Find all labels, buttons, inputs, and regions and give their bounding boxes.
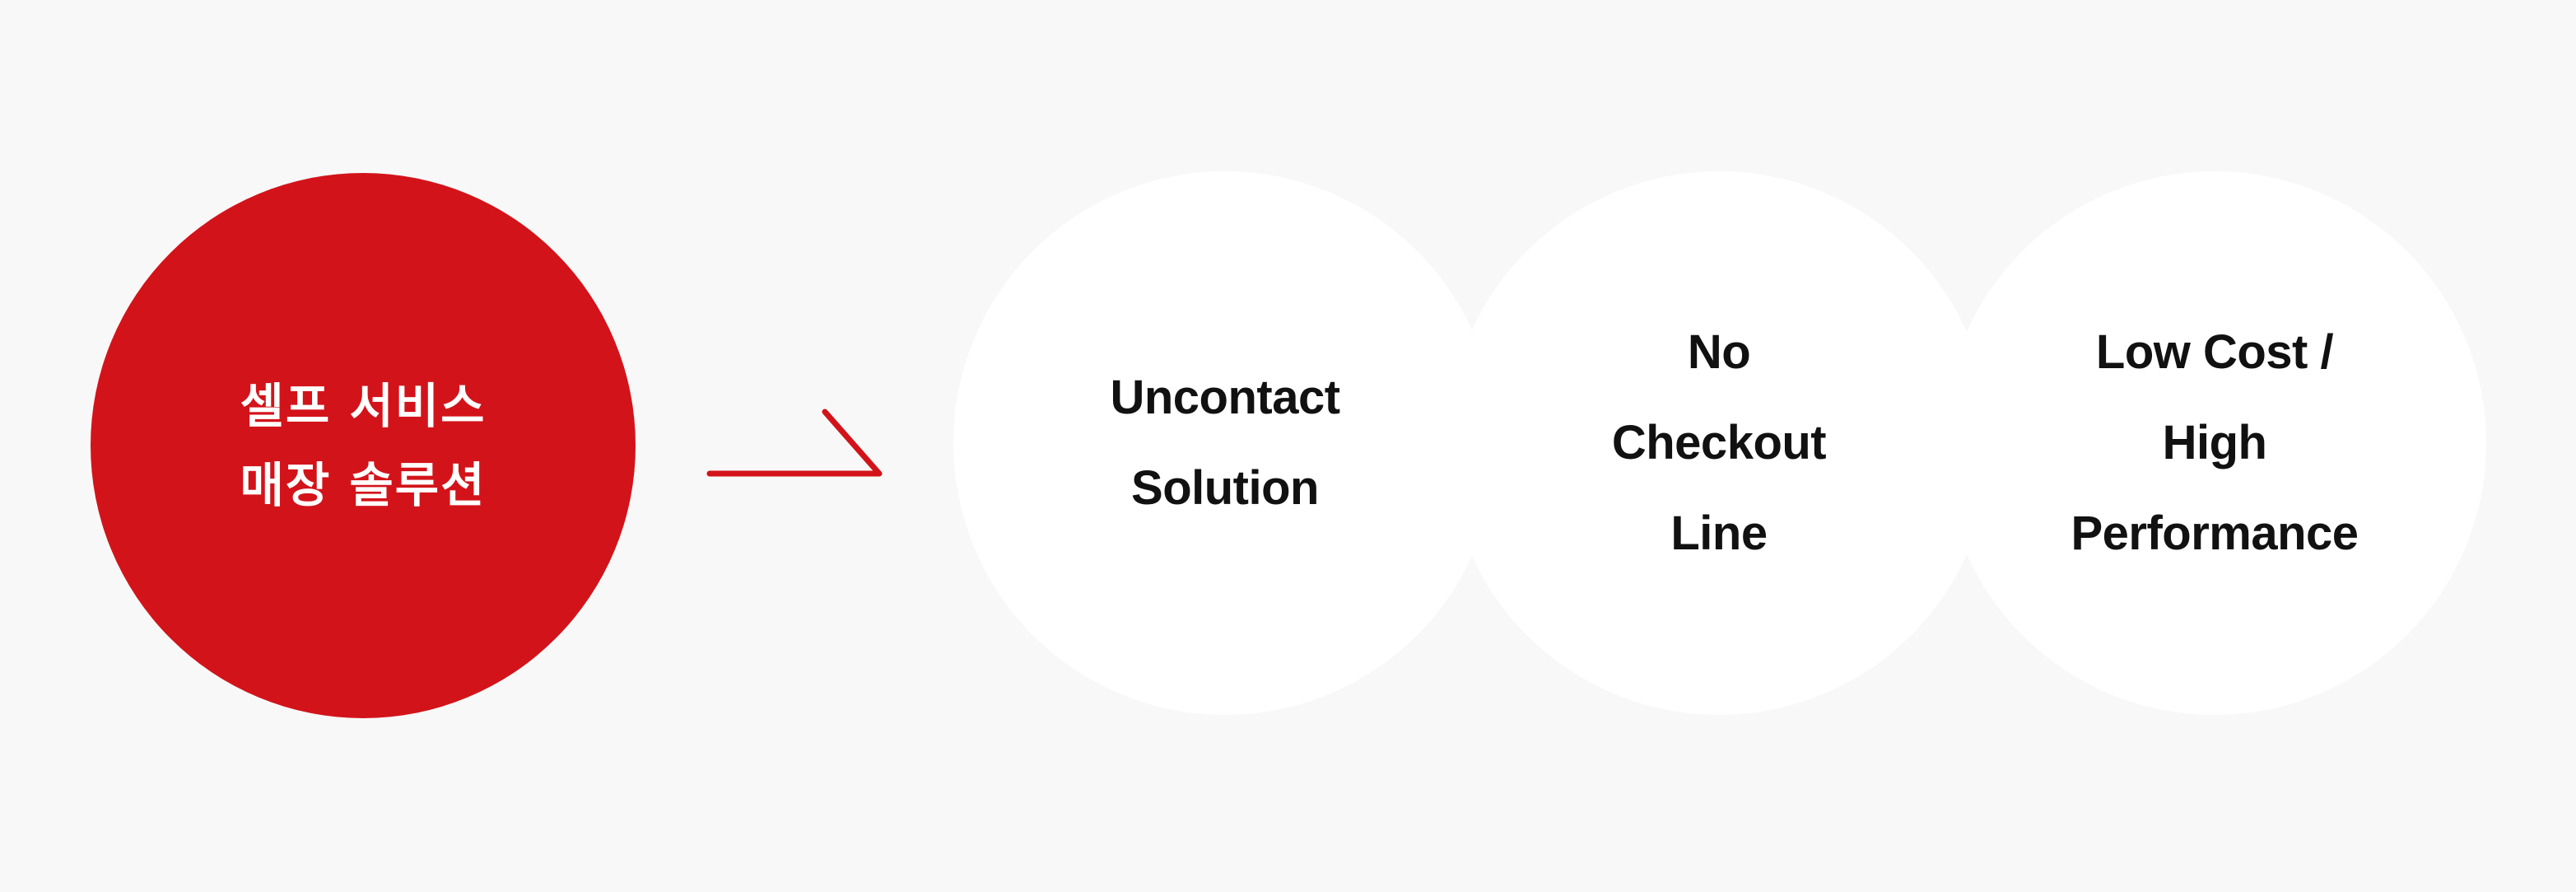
feature-circle-no-checkout: No Checkout Line [1447, 171, 1991, 715]
feature-label-line: Line [1670, 507, 1768, 560]
feature-label-line: Low Cost / [2095, 325, 2334, 379]
self-service-circle: 셀프 서비스 매장 솔루션 [91, 173, 636, 718]
feature-circle-low-cost: Low Cost / High Performance [1943, 171, 2486, 715]
feature-label-line: High [2162, 416, 2267, 469]
right-arrow-icon [706, 409, 883, 477]
feature-label-line: Uncontact [1110, 371, 1340, 424]
feature-label-line: No [1687, 325, 1751, 379]
self-service-title-line-2: 매장 솔루션 [240, 457, 487, 513]
feature-label-line: Solution [1131, 461, 1319, 515]
feature-label-line: Checkout [1611, 416, 1827, 469]
feature-circle-uncontact: Uncontact Solution [953, 171, 1497, 715]
self-service-title-line-1: 셀프 서비스 [240, 378, 487, 434]
feature-label-line: Performance [2071, 507, 2359, 560]
